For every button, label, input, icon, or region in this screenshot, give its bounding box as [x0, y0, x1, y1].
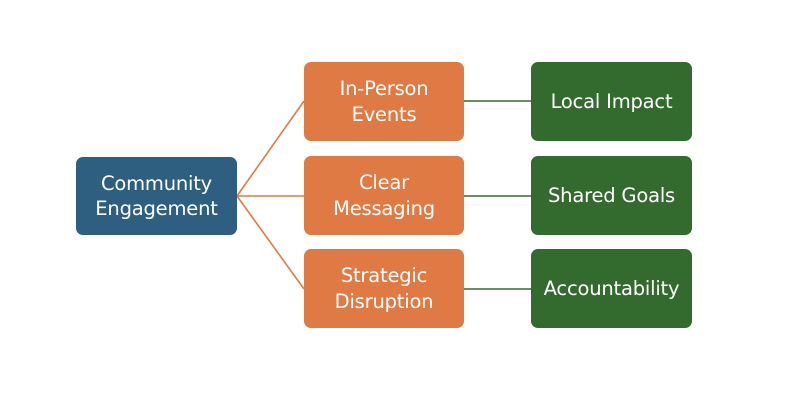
node-clear-messaging: Clear Messaging [304, 156, 464, 235]
node-strategic-disruption: Strategic Disruption [304, 249, 464, 328]
node-community-engagement: Community Engagement [76, 157, 237, 235]
node-accountability: Accountability [531, 249, 692, 328]
node-in-person-events: In-Person Events [304, 62, 464, 141]
connector-root-to-strategic-disruption [236, 195, 305, 290]
node-shared-goals: Shared Goals [531, 156, 692, 235]
connector-root-to-in-person-events [236, 100, 305, 197]
node-local-impact: Local Impact [531, 62, 692, 141]
